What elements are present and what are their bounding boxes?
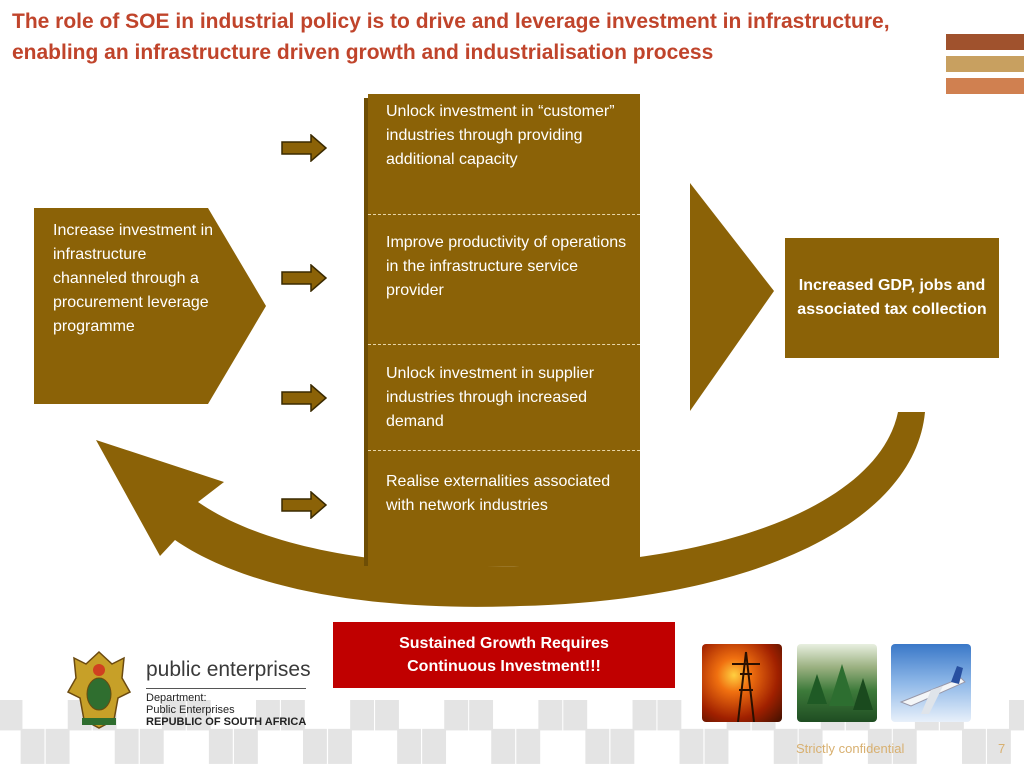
decor-stripe-3 [946, 78, 1024, 94]
right-arrow-icon [281, 384, 327, 412]
brand-rule [146, 688, 306, 689]
result-box: Increased GDP, jobs and associated tax c… [785, 238, 999, 358]
outcome-divider [368, 214, 640, 215]
chevron-icon [690, 183, 774, 411]
outcome-item-1: Unlock investment in “customer” industri… [386, 103, 615, 168]
slide-title: The role of SOE in industrial policy is … [12, 10, 890, 64]
outcome-stack: Unlock investment in “customer” industri… [368, 94, 640, 566]
outcome-divider [368, 450, 640, 451]
page-number: 7 [998, 741, 1006, 756]
photo-power-lines-sunset [702, 644, 782, 722]
dept-line-3: REPUBLIC OF SOUTH AFRICA [146, 716, 307, 728]
right-arrow-icon [281, 134, 327, 162]
growth-callout: Sustained Growth Requires Continuous Inv… [333, 622, 675, 688]
dept-line-2: Public Enterprises [146, 704, 235, 716]
outcome-divider [368, 344, 640, 345]
dept-line-1: Department: [146, 692, 207, 704]
confidential-label: Strictly confidential [796, 741, 905, 756]
right-arrow-icon [281, 264, 327, 292]
photo-airplane [891, 644, 971, 722]
outcome-item-2: Improve productivity of operations in th… [386, 234, 627, 299]
decor-stripe-1 [946, 34, 1024, 50]
airplane-icon [899, 666, 966, 714]
right-arrow-icon [281, 491, 327, 519]
callout-line-2: Continuous Investment!!! [407, 658, 601, 675]
outcome-item-4: Realise externalities associated with ne… [386, 473, 611, 514]
input-box-text: Increase investment in infrastructure ch… [53, 222, 214, 335]
decor-stripe-2 [946, 56, 1024, 72]
callout-line-1: Sustained Growth Requires [399, 635, 609, 652]
tree-icon [807, 664, 873, 710]
brand-name: public enterprises [146, 658, 311, 681]
coat-of-arms-icon [66, 650, 132, 729]
pylon-icon [732, 651, 760, 722]
photo-forest [797, 644, 877, 722]
outcome-item-3: Unlock investment in supplier industries… [386, 365, 595, 430]
department-logo: public enterprises Department: Public En… [64, 648, 324, 732]
